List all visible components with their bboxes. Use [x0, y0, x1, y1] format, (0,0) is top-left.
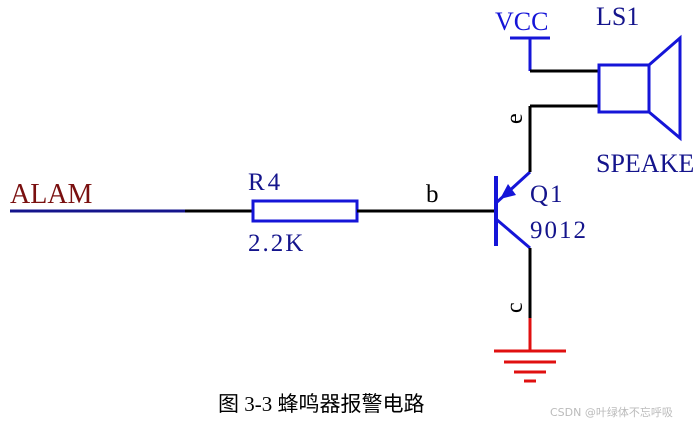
- resistor-r4: [251, 199, 359, 223]
- figure-caption: 图 3-3 蜂鸣器报警电路: [218, 392, 425, 416]
- transistor-q1: [494, 170, 532, 250]
- collector-label: c: [502, 302, 528, 313]
- transistor-part-label: 9012: [530, 217, 588, 244]
- watermark: CSDN @叶绿体不忘呼吸: [550, 405, 673, 419]
- transistor-ref-label: Q1: [530, 181, 565, 208]
- speaker-cone: [648, 34, 682, 142]
- speaker-body: [597, 63, 651, 114]
- base-label: b: [426, 181, 439, 208]
- transistor-collector-leg: [495, 217, 531, 250]
- ground-icon: [494, 349, 566, 383]
- vcc-label: VCC: [495, 7, 548, 36]
- resistor-ref-label: R4: [248, 169, 283, 196]
- emitter-label: e: [502, 113, 528, 124]
- emitter-arrow-icon: [500, 184, 516, 199]
- resistor-value-label: 2.2K: [248, 230, 305, 257]
- speaker-label: SPEAKER: [596, 149, 694, 178]
- speaker-ls1: [597, 34, 682, 142]
- alarm-net-label: ALAM: [10, 179, 93, 210]
- ls1-label: LS1: [596, 2, 639, 31]
